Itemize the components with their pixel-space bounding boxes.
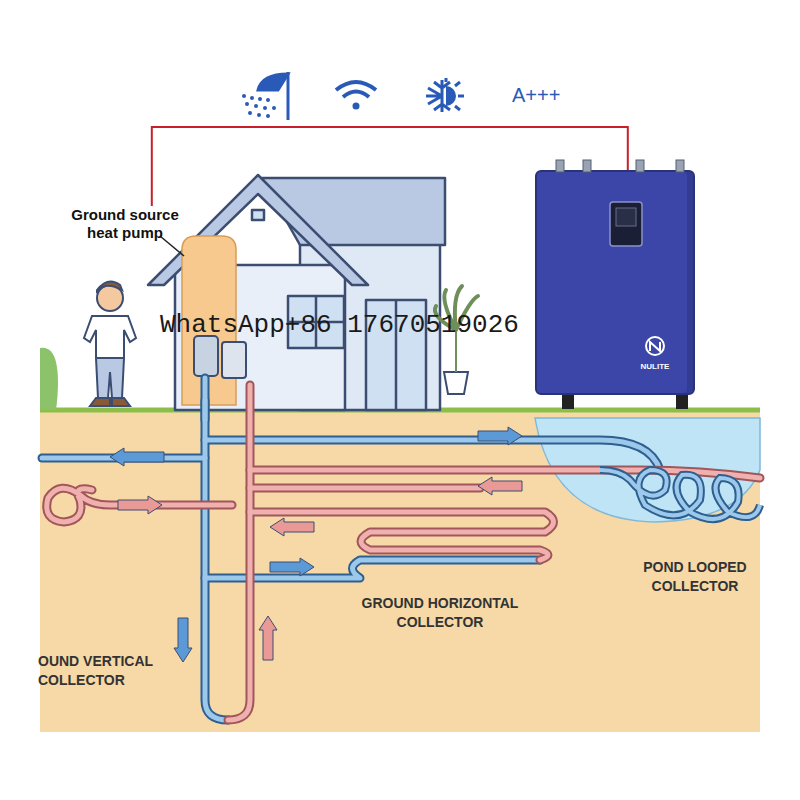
drawing-part — [636, 160, 644, 172]
heat-exchanger — [222, 342, 246, 378]
unit-foot — [562, 395, 574, 409]
drawing-part — [270, 558, 314, 576]
pipe-outline — [600, 470, 760, 519]
drawing-part — [676, 160, 684, 172]
drawing-part — [96, 358, 124, 398]
drawing-part — [258, 97, 262, 101]
node-text: NULITE — [537, 362, 693, 372]
drawing-part — [84, 316, 136, 358]
shower-head — [258, 74, 288, 90]
connector-wire — [152, 127, 628, 206]
drawing-part — [110, 448, 164, 466]
pond-coil — [600, 470, 760, 519]
wifi-arc — [343, 92, 369, 98]
wifi-dot — [353, 103, 360, 110]
collector-label: GROUND HORIZONTAL COLLECTOR — [350, 594, 530, 632]
connector-line — [152, 127, 628, 206]
brand-logo — [650, 342, 660, 351]
drawing-part — [242, 94, 246, 98]
drawing-part — [478, 427, 522, 445]
snowflake-sun-icon — [426, 78, 464, 112]
drawing-part — [245, 102, 249, 106]
drawing-part — [556, 160, 564, 172]
drawing-part — [250, 96, 254, 100]
collector-label: POND LOOPED COLLECTOR — [630, 558, 760, 596]
plant — [435, 286, 478, 394]
node-text: Ground source heat pump — [58, 206, 192, 242]
drawing-part — [259, 616, 277, 660]
watermark: WhatsApp+86 17670519026 — [160, 310, 560, 340]
drawing-part — [446, 86, 456, 106]
feature-icons — [242, 72, 464, 120]
leader-line — [160, 236, 184, 256]
drawing-part — [583, 160, 591, 172]
warm-pipe — [47, 385, 760, 720]
drawing-part — [254, 104, 258, 108]
wifi-arc — [336, 82, 376, 90]
drawing-part — [118, 496, 162, 514]
bush — [40, 348, 58, 410]
attic-vent — [252, 210, 264, 220]
gable-roof — [148, 175, 368, 285]
drawing-part — [257, 113, 261, 117]
shower-pipe — [287, 72, 290, 120]
heat-pump-unit: NULITE — [535, 170, 695, 395]
display-screen — [616, 208, 636, 226]
unit-foot — [676, 395, 688, 409]
heat-pump-tank — [194, 336, 218, 376]
drawing-part — [266, 114, 270, 118]
drawing-part — [270, 518, 314, 536]
pipe-connectors — [556, 160, 684, 172]
person — [84, 281, 136, 406]
drawing-part — [248, 111, 252, 115]
drawing-part — [263, 106, 267, 110]
brand-logo — [646, 337, 664, 355]
drawing-part — [446, 78, 464, 110]
drawing-part — [266, 98, 270, 102]
drawing-part — [97, 281, 122, 293]
drawing-part — [444, 372, 468, 394]
drawing-part — [272, 106, 276, 110]
pipe-outline — [47, 385, 760, 720]
water-drops — [242, 94, 276, 118]
control-panel — [610, 202, 642, 246]
drawing-part — [478, 477, 522, 495]
efficiency-rating: A+++ — [512, 84, 592, 107]
callout-label: Ground source heat pump — [58, 206, 192, 246]
drawing-part — [90, 398, 130, 406]
drawing-part — [174, 618, 192, 662]
collector-label: OUND VERTICAL COLLECTOR — [38, 652, 178, 690]
house — [148, 175, 445, 410]
